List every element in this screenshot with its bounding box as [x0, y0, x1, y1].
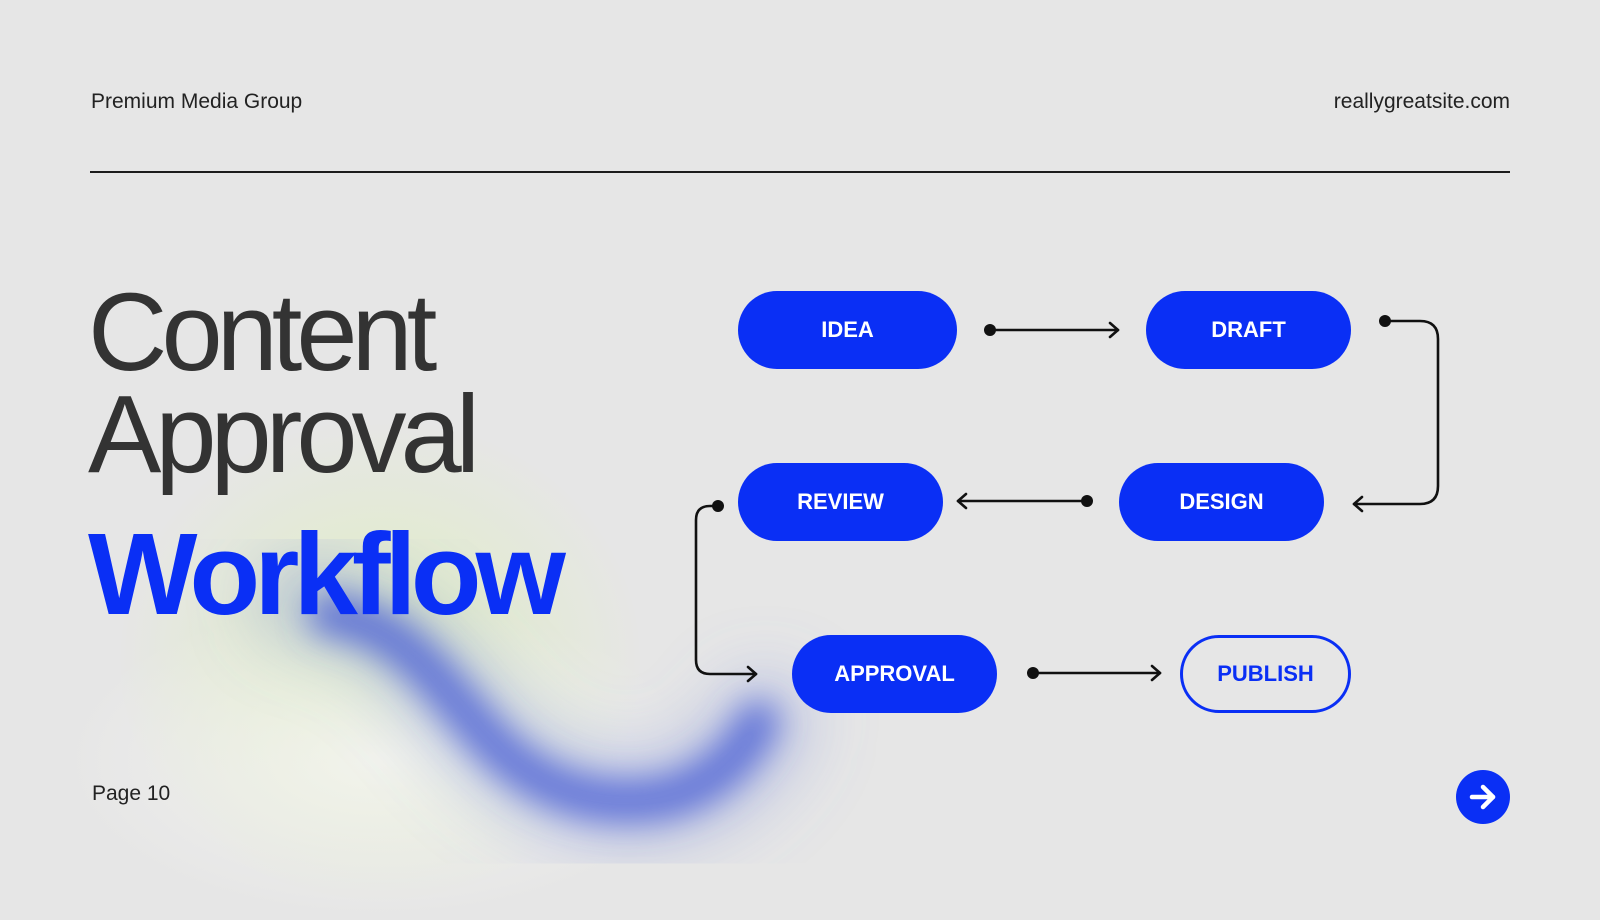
- header-divider: [90, 171, 1510, 173]
- arrow-right-icon: [1469, 784, 1496, 810]
- connector-idea-draft: [984, 321, 1120, 339]
- step-design[interactable]: DESIGN: [1119, 463, 1324, 541]
- connector-approval-publish: [1027, 664, 1162, 682]
- next-page-button[interactable]: [1456, 770, 1510, 824]
- background-glow-light: [60, 600, 700, 920]
- website-link[interactable]: reallygreatsite.com: [1333, 90, 1510, 113]
- step-idea[interactable]: IDEA: [738, 291, 957, 369]
- title-line-2: Approval: [88, 373, 480, 496]
- step-approval[interactable]: APPROVAL: [792, 635, 997, 713]
- connector-draft-design: [1352, 315, 1440, 513]
- step-review[interactable]: REVIEW: [738, 463, 943, 541]
- page-number: Page 10: [92, 782, 171, 805]
- title-line-1: Content: [88, 271, 437, 394]
- company-name: Premium Media Group: [91, 90, 303, 113]
- title-line-3: Workflow: [88, 509, 566, 639]
- step-draft[interactable]: DRAFT: [1146, 291, 1351, 369]
- connector-design-review: [956, 492, 1093, 510]
- step-publish[interactable]: PUBLISH: [1180, 635, 1351, 713]
